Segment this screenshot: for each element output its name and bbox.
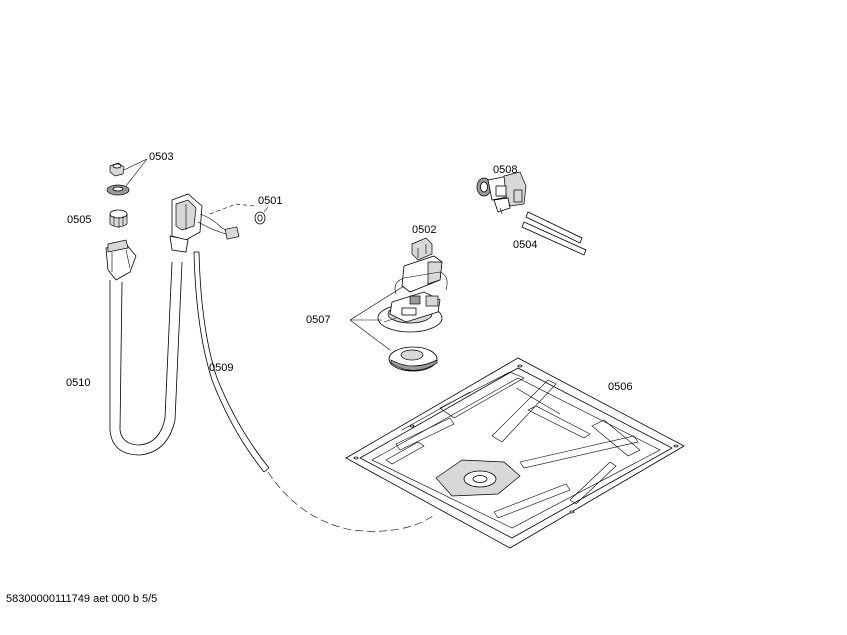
part-0507-float-switch[interactable]	[377, 255, 448, 372]
label-0510: 0510	[66, 377, 90, 389]
part-0505-cap[interactable]	[109, 209, 128, 228]
label-0501: 0501	[258, 195, 282, 207]
part-0509-drain-hose[interactable]	[193, 251, 270, 473]
label-0503: 0503	[149, 151, 173, 163]
label-0506: 0506	[608, 381, 632, 393]
label-0509: 0509	[209, 362, 233, 374]
label-0508: 0508	[493, 164, 517, 176]
part-0508-inlet-valve[interactable]	[476, 171, 527, 215]
part-0504-rods[interactable]	[521, 211, 587, 256]
part-0510-inlet-hose[interactable]	[105, 239, 183, 456]
label-0502: 0502	[412, 224, 436, 236]
part-hose-connector[interactable]	[169, 193, 240, 253]
part-0506-base-plate[interactable]	[345, 357, 685, 549]
part-0503-nut-washer[interactable]	[106, 162, 130, 196]
part-0502-connector[interactable]	[411, 237, 433, 261]
part-0501-sealing-ring[interactable]	[254, 211, 266, 225]
label-0504: 0504	[513, 239, 537, 251]
label-0505: 0505	[67, 214, 91, 226]
label-0507: 0507	[306, 314, 330, 326]
document-footer-code: 58300000111749 aet 000 b 5/5	[6, 593, 158, 605]
